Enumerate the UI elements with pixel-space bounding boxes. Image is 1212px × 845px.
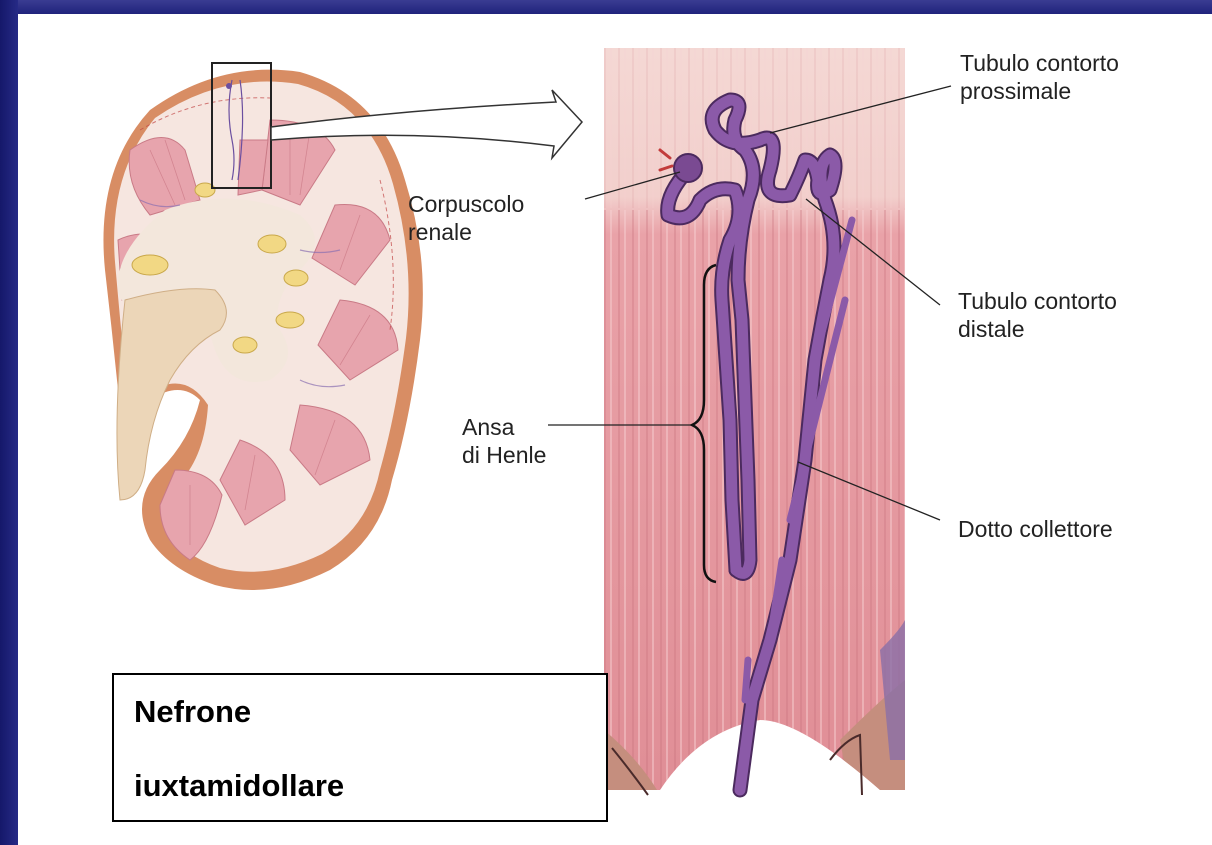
label-tubulo-distale-line1: Tubulo contorto [958,287,1117,315]
kidney-section [103,63,422,590]
label-corpuscolo-line2: renale [408,218,524,246]
label-tubulo-prossimale: Tubulo contorto prossimale [960,49,1119,105]
label-corpuscolo-line1: Corpuscolo [408,190,524,218]
label-ansa-line1: Ansa [462,413,546,441]
caption-line1: Nefrone [134,694,251,730]
label-tubulo-prossimale-line2: prossimale [960,77,1119,105]
label-dotto-collettore: Dotto collettore [958,515,1113,543]
label-corpuscolo-renale: Corpuscolo renale [408,190,524,246]
label-tubulo-distale: Tubulo contorto distale [958,287,1117,343]
label-ansa-di-henle: Ansa di Henle [462,413,546,469]
label-tubulo-prossimale-line1: Tubulo contorto [960,49,1119,77]
caption-box: Nefrone iuxtamidollare [112,673,608,822]
label-ansa-line2: di Henle [462,441,546,469]
label-tubulo-distale-line2: distale [958,315,1117,343]
caption-line2: iuxtamidollare [134,768,344,804]
